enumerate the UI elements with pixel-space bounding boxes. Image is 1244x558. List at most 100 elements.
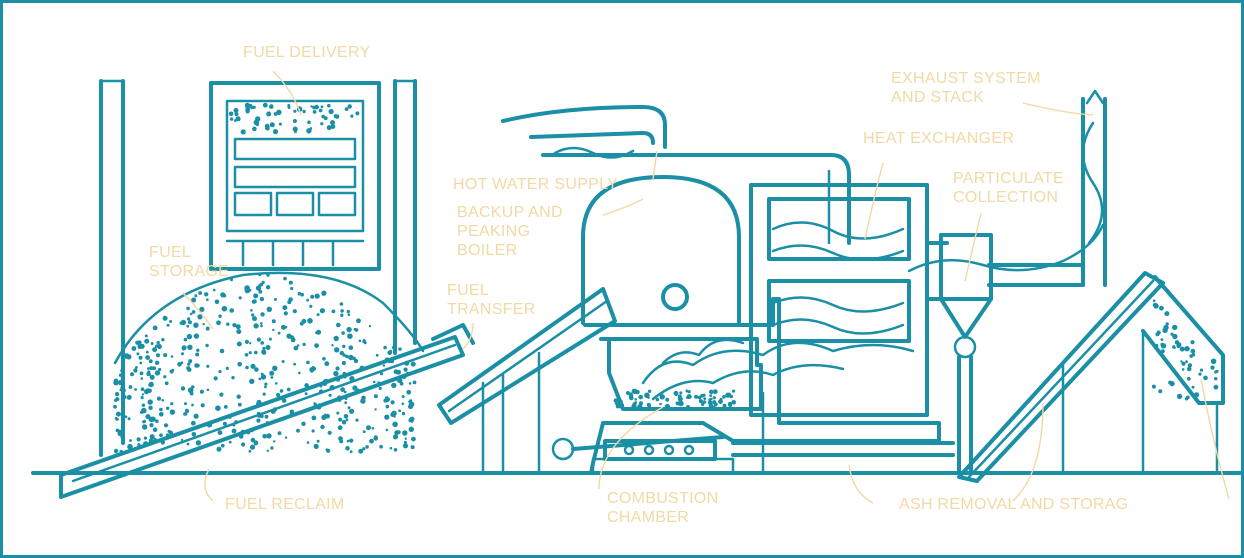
fuel-particle xyxy=(410,361,416,367)
fuel-particle xyxy=(163,375,167,379)
fuel-particle xyxy=(141,403,146,407)
fuel-particle xyxy=(319,308,325,314)
fuel-particle xyxy=(258,289,263,294)
fuel-particle xyxy=(183,412,187,416)
fuel-particle xyxy=(348,345,354,351)
fuel-particle xyxy=(245,109,250,114)
fuel-particle xyxy=(385,404,390,409)
fuel-particle xyxy=(302,109,306,114)
fuel-particle xyxy=(196,348,200,352)
fuel-particle xyxy=(226,322,230,326)
fuel-particle xyxy=(113,380,119,386)
fuel-particle xyxy=(184,402,187,406)
fuel-particle xyxy=(253,323,259,329)
fuel-particle xyxy=(307,120,311,125)
fuel-particle xyxy=(191,432,197,437)
fuel-particle xyxy=(613,398,618,403)
fuel-particle xyxy=(169,409,176,415)
fuel-particle xyxy=(149,423,154,428)
fuel-particle xyxy=(385,428,389,432)
fuel-particle xyxy=(199,389,204,394)
fuel-particle xyxy=(344,401,348,405)
fuel-particle xyxy=(184,408,190,414)
fuel-particle xyxy=(189,312,193,316)
fuel-particle xyxy=(339,302,344,306)
fuel-particle xyxy=(186,317,191,321)
fuel-particle xyxy=(229,117,234,121)
fuel-particle xyxy=(1185,360,1188,364)
label-fuel-reclaim: FUEL RECLAIM xyxy=(225,496,345,513)
fuel-particle xyxy=(186,333,193,340)
fuel-particle xyxy=(277,431,282,436)
fuel-particle xyxy=(375,353,379,357)
fuel-particle xyxy=(193,333,200,339)
fuel-particle xyxy=(259,296,265,302)
fuel-particle xyxy=(140,377,144,380)
fuel-particle xyxy=(244,285,250,291)
fuel-particle xyxy=(290,286,294,291)
fuel-particle xyxy=(301,421,306,426)
fuel-particle xyxy=(401,411,406,416)
fuel-particle xyxy=(350,114,354,118)
fuel-particle xyxy=(162,315,168,321)
fuel-particle xyxy=(646,402,651,407)
fuel-particle xyxy=(1176,393,1183,400)
fuel-particle xyxy=(216,320,221,326)
fuel-particle xyxy=(638,401,644,406)
fuel-particle xyxy=(339,350,344,356)
fuel-particle xyxy=(159,407,163,412)
fuel-particle xyxy=(250,309,253,312)
fuel-particle xyxy=(311,429,315,433)
fuel-particle xyxy=(270,446,274,450)
fuel-particle xyxy=(1170,332,1174,336)
fuel-particle xyxy=(149,374,155,380)
fuel-particle xyxy=(217,430,223,435)
fuel-particle xyxy=(141,393,144,396)
fuel-particle xyxy=(276,392,281,398)
fuel-particle xyxy=(255,116,261,122)
fuel-particle xyxy=(238,296,242,300)
fuel-particle xyxy=(331,344,334,347)
fuel-particle xyxy=(216,446,222,452)
fuel-particle xyxy=(401,395,405,399)
fuel-particle xyxy=(358,448,364,454)
fuel-particle xyxy=(1214,370,1218,374)
fuel-particle xyxy=(1158,389,1163,394)
fuel-particle xyxy=(1152,302,1158,308)
backup-boiler xyxy=(581,175,741,325)
fuel-particle xyxy=(154,370,161,376)
fuel-particle xyxy=(218,314,222,318)
fuel-particle xyxy=(320,122,324,126)
fuel-particle xyxy=(252,126,257,132)
fuel-particle xyxy=(272,129,279,135)
fuel-particle xyxy=(135,366,138,369)
fuel-particle xyxy=(262,102,268,108)
fuel-particle xyxy=(120,368,125,373)
fuel-particle xyxy=(124,415,128,419)
fuel-particle xyxy=(301,318,307,324)
fuel-particle xyxy=(191,385,195,389)
fuel-particle xyxy=(149,366,153,370)
fuel-particle xyxy=(146,371,151,377)
fuel-particle xyxy=(180,361,184,365)
fuel-particle xyxy=(204,292,209,297)
fuel-particle xyxy=(314,343,319,348)
fuel-particle xyxy=(412,380,417,385)
fuel-particle xyxy=(294,130,297,134)
fuel-particle xyxy=(148,416,154,422)
fuel-particle xyxy=(284,325,288,329)
fuel-particle xyxy=(142,419,146,424)
fuel-particle xyxy=(260,341,265,345)
fuel-particle xyxy=(268,337,272,341)
fuel-particle xyxy=(1160,343,1167,349)
fuel-particle xyxy=(725,392,731,398)
fuel-particle xyxy=(310,105,313,108)
ash-conveyor xyxy=(731,271,1225,483)
fuel-particle xyxy=(143,436,147,440)
fuel-particle xyxy=(117,379,124,386)
fuel-particle xyxy=(1165,322,1169,326)
fuel-particle xyxy=(205,343,209,348)
fuel-particle xyxy=(115,417,119,421)
fuel-particle xyxy=(286,333,292,339)
